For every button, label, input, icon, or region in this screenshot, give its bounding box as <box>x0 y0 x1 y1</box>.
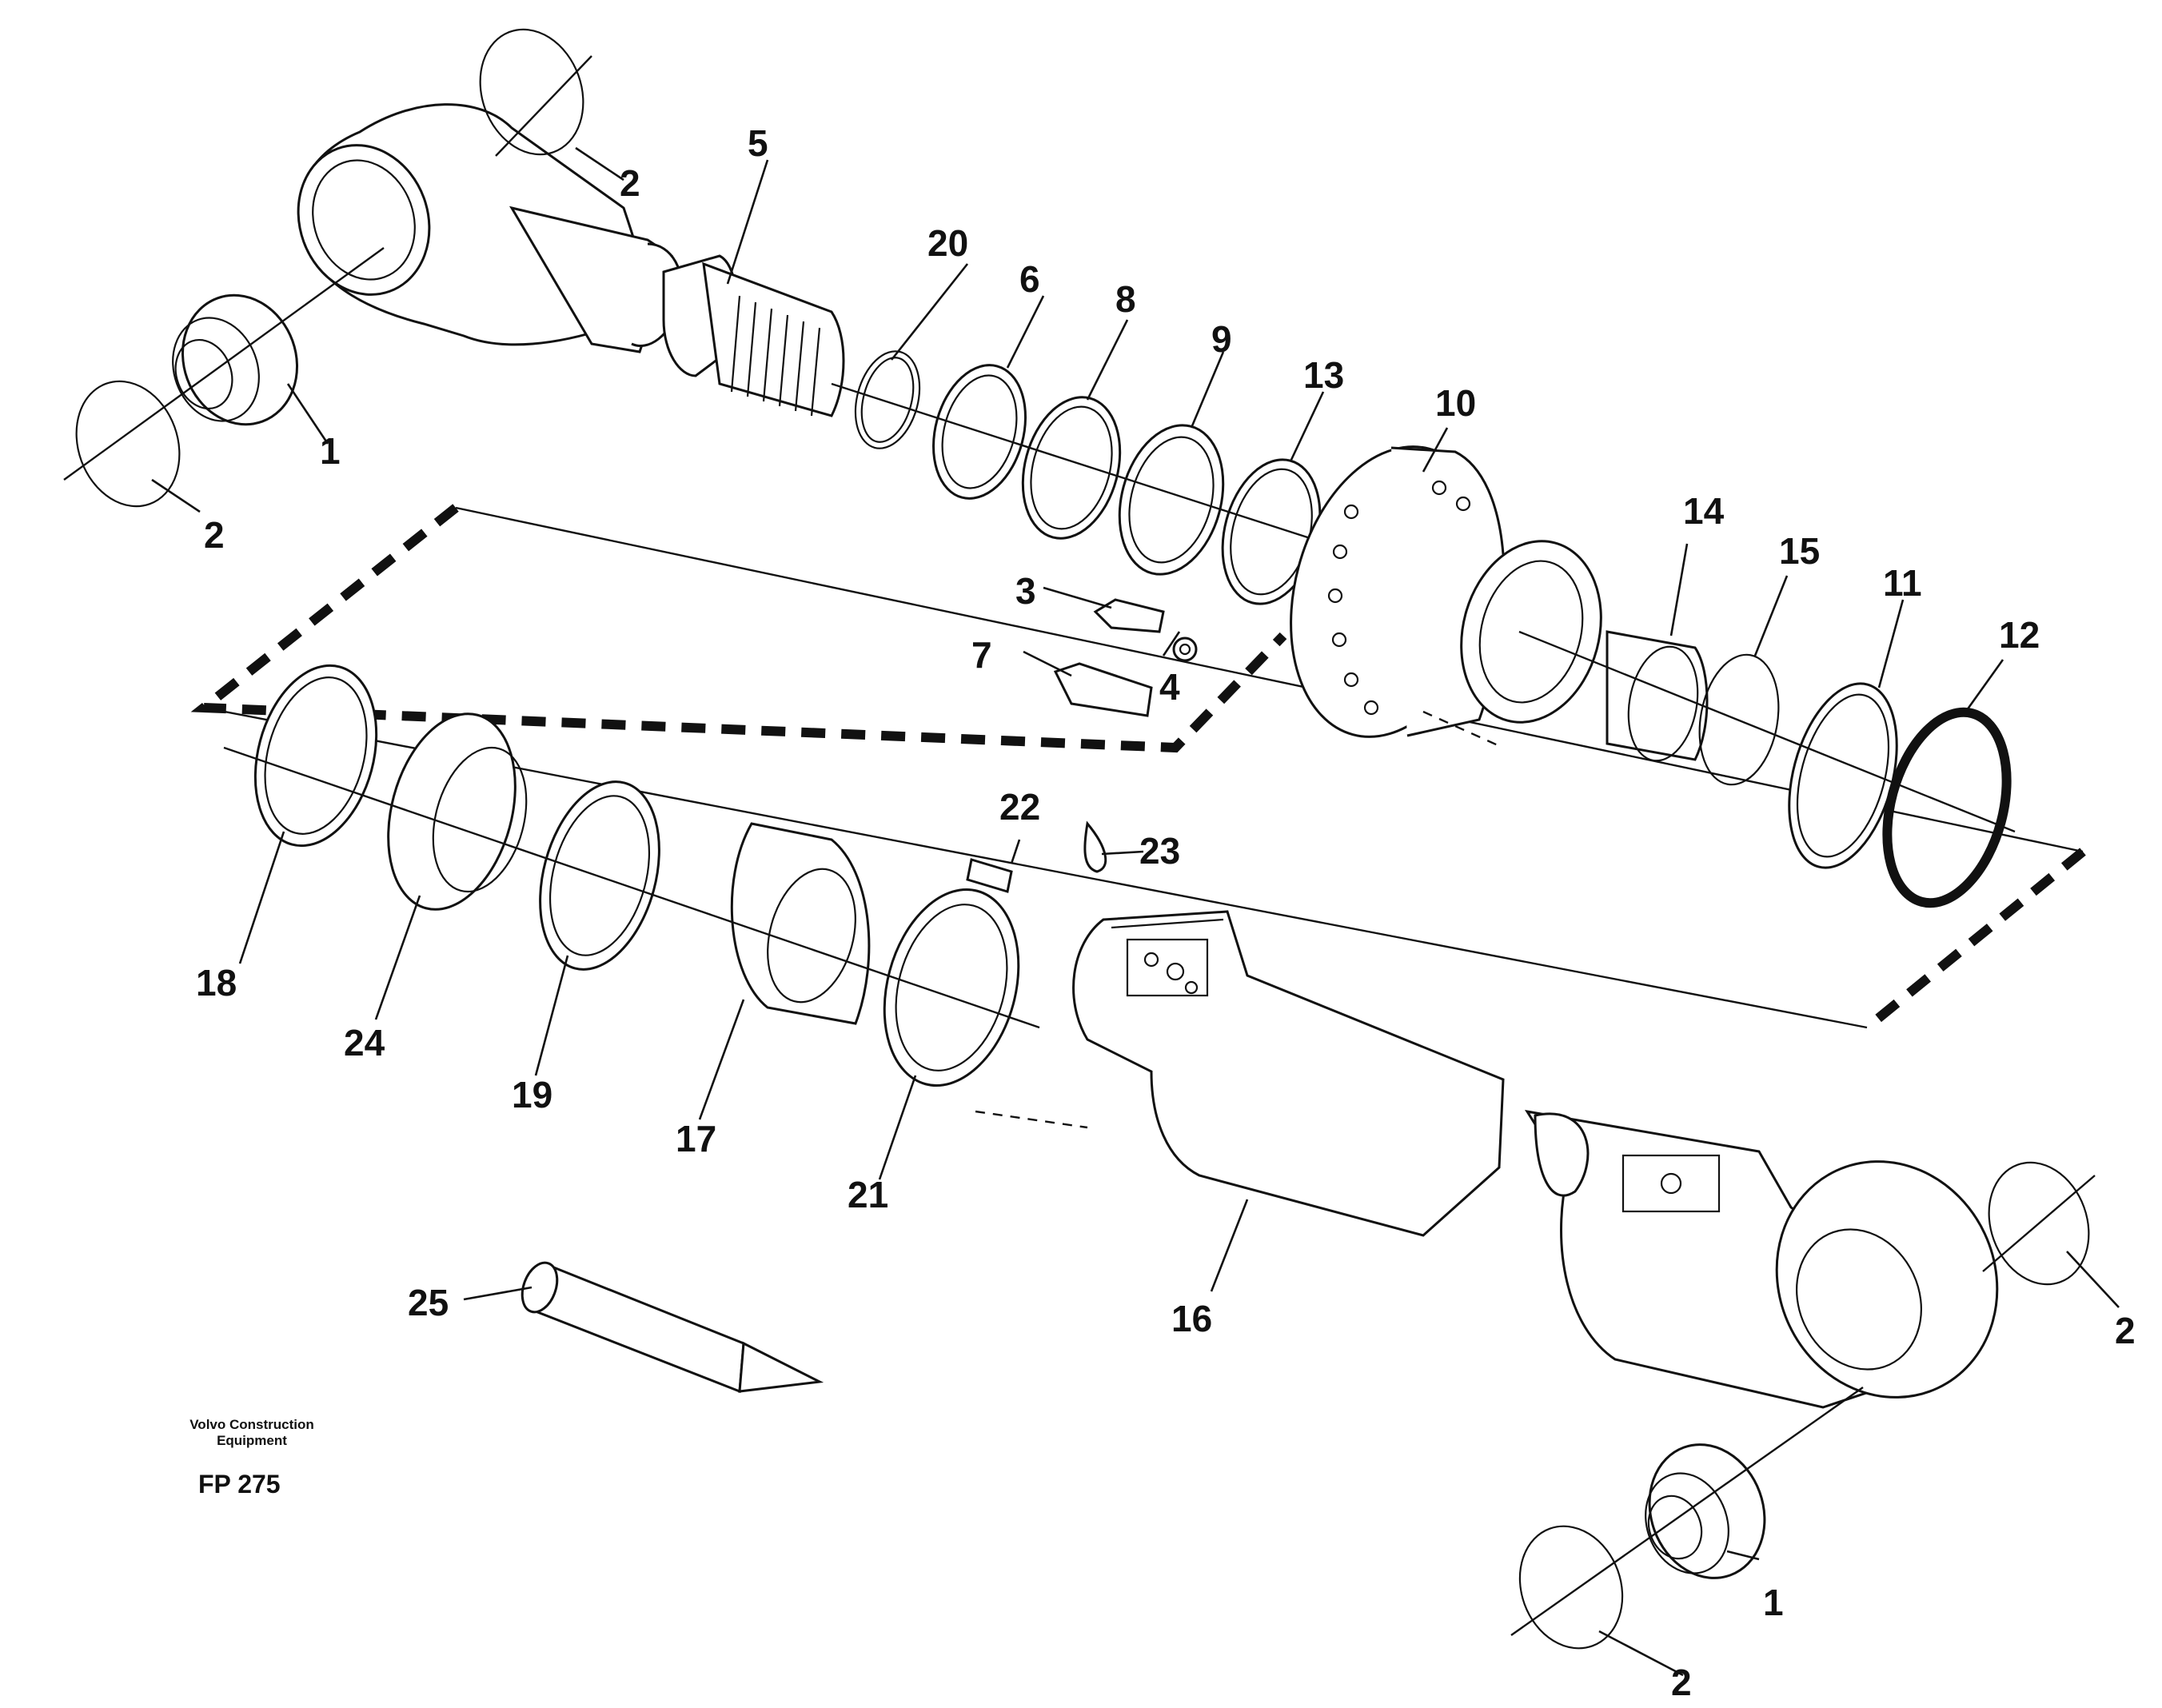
cylinder-tube <box>975 910 1999 1409</box>
callout-2-bottom-right: 2 <box>2115 1310 2136 1351</box>
callout-9: 9 <box>1211 318 1232 360</box>
piston-rod <box>297 103 845 417</box>
callout-2-top-right: 2 <box>620 162 640 204</box>
callout-4: 4 <box>1159 666 1180 708</box>
head-rings <box>1518 630 2016 908</box>
callout-18: 18 <box>196 962 237 1004</box>
callout-20: 20 <box>927 222 968 264</box>
callout-6: 6 <box>1019 258 1040 300</box>
callout-1-top: 1 <box>320 430 341 472</box>
brand-line-2: Equipment <box>217 1433 287 1448</box>
manufacturer-label: Volvo Construction Equipment <box>168 1417 336 1449</box>
cylinder-head <box>1290 445 1602 749</box>
callout-numbers: 1 1 2 2 2 2 3 4 5 6 7 8 9 10 11 12 13 14… <box>196 122 2136 1703</box>
callout-22: 22 <box>999 786 1040 828</box>
callout-5: 5 <box>748 122 768 164</box>
set-screw-and-lubricant <box>966 820 1107 893</box>
mounting-tool <box>521 1261 824 1394</box>
callout-24: 24 <box>344 1022 385 1064</box>
callout-8: 8 <box>1115 278 1136 320</box>
leader-lines <box>151 146 2120 1677</box>
piston-seals <box>223 664 1040 1087</box>
bottom-pin-assembly <box>1510 1161 2096 1650</box>
callout-1-bottom: 1 <box>1763 1582 1784 1623</box>
callout-2-top-left: 2 <box>204 514 225 556</box>
callout-15: 15 <box>1779 530 1820 572</box>
rod-thread <box>730 295 821 417</box>
callout-12: 12 <box>1999 614 2040 656</box>
callout-2-bottom: 2 <box>1671 1662 1692 1703</box>
callout-14: 14 <box>1683 490 1725 532</box>
brand-line-1: Volvo Construction <box>189 1417 314 1432</box>
callout-25: 25 <box>408 1282 449 1323</box>
callout-11: 11 <box>1883 562 1922 604</box>
figure-code: FP 275 <box>198 1470 281 1498</box>
callout-19: 19 <box>512 1074 552 1115</box>
callout-10: 10 <box>1435 382 1476 424</box>
callout-17: 17 <box>676 1118 716 1159</box>
head-bolts <box>1053 598 1198 717</box>
callout-7: 7 <box>971 634 992 676</box>
rod-seal-rings <box>831 350 1328 605</box>
callout-23: 23 <box>1139 830 1180 872</box>
callout-21: 21 <box>848 1174 888 1215</box>
top-pin-assembly <box>63 28 592 508</box>
callout-3: 3 <box>1015 570 1036 612</box>
callout-16: 16 <box>1171 1298 1212 1339</box>
callout-13: 13 <box>1303 354 1344 396</box>
